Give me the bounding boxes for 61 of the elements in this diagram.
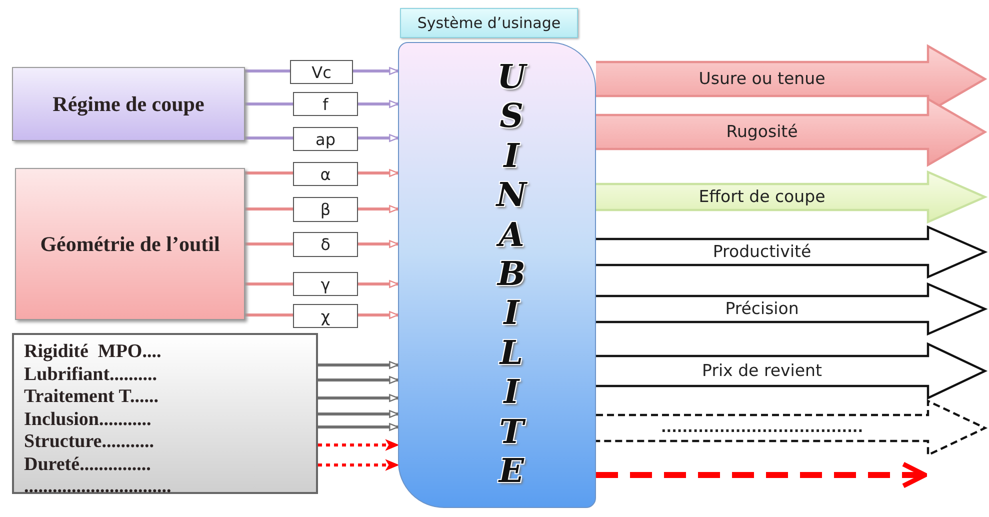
parameter-label: Vc [312,62,332,82]
box-title: Système d’usinage [417,14,561,32]
parameter-box [293,127,358,151]
block-arrow [594,399,988,457]
connector-arrow [596,462,928,488]
connector-arrow [358,205,399,213]
connector-arrow [318,410,399,418]
factor-item: Structure........... [24,431,154,454]
parameter-box [293,272,358,296]
connector-arrow [318,394,399,402]
connector-arrow [318,423,399,431]
factor-item: ............................... [24,476,172,498]
connector-arrow [358,134,399,142]
arrow-label: Rugosité [725,121,799,143]
vertical-word: USINABILITE [495,57,528,490]
connector-arrow [358,311,399,319]
block-arrow [594,282,988,336]
connector-arrow [358,100,399,108]
connector-arrow [318,361,399,369]
factor-item: Inclusion........... [24,408,152,431]
parameter-label: χ [320,306,330,326]
arrow-label: Effort de coupe [698,186,826,208]
category-box [15,168,245,320]
connector-arrow [318,376,399,384]
parameter-label: α [320,164,331,184]
factor-list-box [12,333,318,494]
block-arrow [594,170,988,224]
parameter-box [293,197,358,222]
arrow-label: Précision [724,298,800,320]
parameter-label: ap [316,130,336,148]
title-box [400,8,578,38]
connector-arrow [353,67,399,75]
parameter-box [290,60,353,84]
parameter-label: γ [320,274,330,294]
category-label: Géométrie de l’outil [40,232,220,256]
parameter-box [293,304,358,328]
block-arrow [594,225,988,279]
category-box [12,67,245,141]
factor-item: Rigidité MPO.... [24,341,162,364]
system-panel [398,42,596,508]
connector-arrow [358,240,399,248]
parameter-box [293,92,358,116]
factor-item: Lubrifiant.......... [24,364,158,386]
arrow-label: Usure ou tenue [698,68,826,90]
block-arrow [594,97,988,167]
arrow-label: Prix de revient [701,360,823,382]
parameter-box [293,232,358,257]
connector-arrow [318,459,400,471]
dotted-fill-line: ...................................... [660,419,864,438]
arrow-label: Productivité [712,241,812,263]
parameter-box [293,162,358,186]
category-label: Régime de coupe [52,92,204,116]
parameter-label: δ [320,235,330,254]
connector-arrow [358,169,399,177]
connector-arrow [318,439,400,451]
block-arrow [594,342,988,400]
parameter-label: β [320,200,331,219]
parameter-label: f [322,94,328,114]
factor-item: Dureté............... [24,454,151,476]
connector-arrow [358,280,399,288]
factor-item: Traitement T...... [24,386,159,408]
